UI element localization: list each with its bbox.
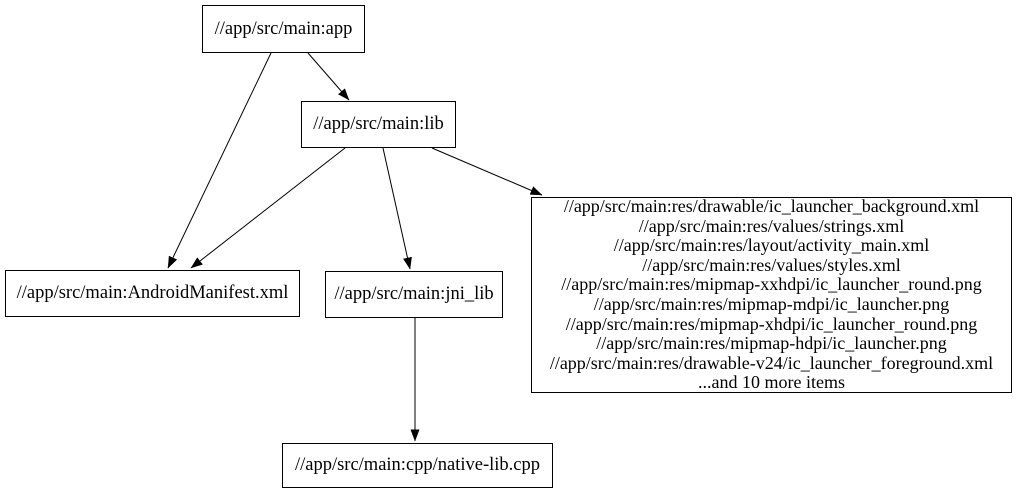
node-native-lib-cpp: //app/src/main:cpp/native-lib.cpp xyxy=(282,443,553,488)
node-app-label: //app/src/main:app xyxy=(214,18,353,39)
res-group-line: //app/src/main:res/drawable/ic_launcher_… xyxy=(563,196,980,217)
node-android-manifest-label: //app/src/main:AndroidManifest.xml xyxy=(16,283,289,303)
res-group-line: //app/src/main:res/values/styles.xml xyxy=(642,254,901,275)
node-native-lib-cpp-label: //app/src/main:cpp/native-lib.cpp xyxy=(294,455,541,475)
node-jni-lib: //app/src/main:jni_lib xyxy=(325,271,503,318)
res-group-line: //app/src/main:res/mipmap-hdpi/ic_launch… xyxy=(596,333,947,354)
node-jni-lib-label: //app/src/main:jni_lib xyxy=(334,284,494,304)
res-group-line: //app/src/main:res/mipmap-xxhdpi/ic_laun… xyxy=(561,274,982,295)
res-group-line: //app/src/main:res/mipmap-xhdpi/ic_launc… xyxy=(565,313,978,334)
res-group-line: //app/src/main:res/mipmap-mdpi/ic_launch… xyxy=(593,294,950,314)
node-app: //app/src/main:app xyxy=(202,5,365,53)
edge-lib-to-jni-lib xyxy=(382,147,412,270)
edge-app-to-lib xyxy=(307,52,350,101)
edge-lib-to-manifest xyxy=(190,147,346,269)
edge-lib-to-res-group xyxy=(431,147,543,196)
res-group-line: //app/src/main:res/layout/activity_main.… xyxy=(613,235,930,256)
node-lib: //app/src/main:lib xyxy=(301,101,456,148)
edge-app-to-manifest xyxy=(167,52,272,269)
res-group-line: //app/src/main:res/values/strings.xml xyxy=(638,215,905,236)
node-res-group: //app/src/main:res/drawable/ic_launcher_… xyxy=(531,196,1012,393)
res-group-line: //app/src/main:res/drawable-v24/ic_launc… xyxy=(549,352,994,373)
res-group-more-items: ...and 10 more items xyxy=(698,372,845,393)
node-android-manifest: //app/src/main:AndroidManifest.xml xyxy=(5,270,300,317)
node-lib-label: //app/src/main:lib xyxy=(313,114,444,134)
